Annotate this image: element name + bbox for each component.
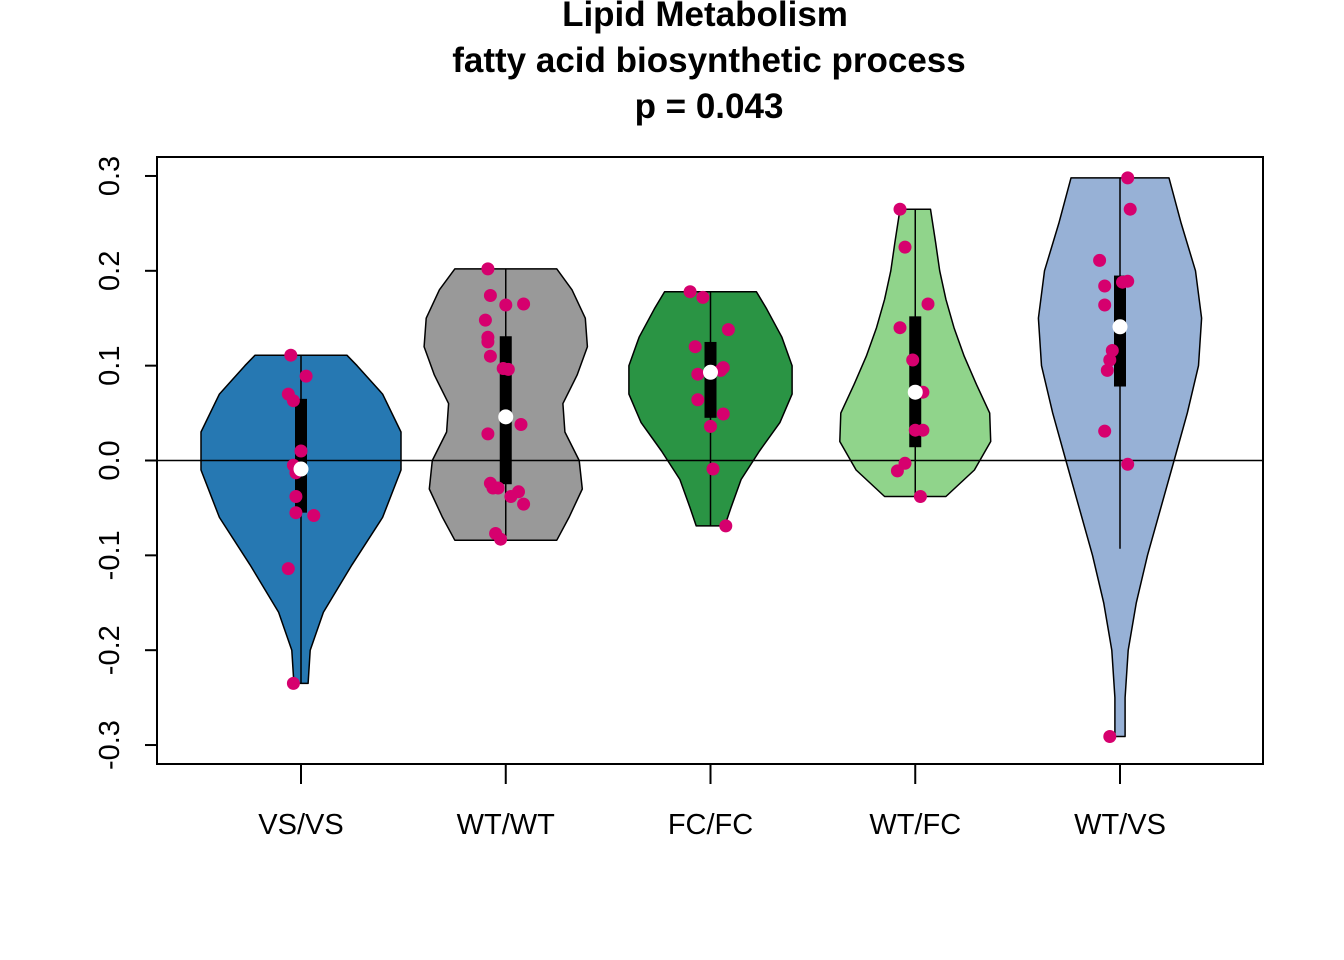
data-point [483, 349, 497, 363]
data-point [281, 562, 295, 576]
data-point [1100, 363, 1114, 377]
x-tick-label: WT/VS [1074, 809, 1166, 841]
data-point [499, 298, 513, 312]
data-point [1103, 730, 1117, 743]
data-point [289, 490, 303, 503]
median-marker [1112, 319, 1128, 335]
data-point [491, 481, 505, 495]
data-point [478, 313, 492, 327]
data-point [517, 297, 531, 311]
data-point [299, 369, 313, 383]
data-point [691, 367, 705, 381]
data-point [913, 490, 927, 503]
data-point [704, 419, 717, 433]
y-tick-label: 0.0 [94, 440, 126, 480]
plot-frame [156, 156, 1264, 765]
violin-iqr-box [704, 341, 717, 418]
data-point [893, 321, 907, 335]
data-point [1098, 279, 1112, 293]
data-point [691, 393, 705, 407]
y-tick-label: -0.2 [94, 625, 126, 675]
x-axis: VS/VS WT/WT FC/FC WT/FC WT/VS [258, 764, 1166, 841]
y-axis: -0.3 -0.2 -0.1 0.0 0.1 0.2 0.3 [94, 156, 157, 770]
x-tick-label: FC/FC [668, 809, 753, 841]
data-point [494, 532, 508, 546]
data-point [921, 297, 935, 311]
data-point [1116, 275, 1129, 289]
data-point [1123, 202, 1137, 216]
data-point [501, 362, 515, 376]
x-tick-label: WT/WT [457, 809, 556, 841]
y-tick-label: 0.1 [94, 345, 126, 385]
y-tick-label: 0.3 [94, 156, 126, 196]
median-marker [703, 364, 718, 380]
data-point [683, 285, 697, 299]
data-point [289, 506, 303, 520]
data-point [1103, 353, 1117, 367]
data-point [1098, 424, 1112, 438]
data-point [517, 497, 531, 511]
data-point [716, 361, 730, 375]
x-tick-label: VS/VS [258, 809, 343, 841]
y-tick-label: -0.3 [94, 720, 126, 770]
data-point [898, 240, 912, 254]
median-marker [293, 461, 309, 477]
median-marker [498, 409, 514, 425]
data-point [483, 289, 497, 302]
data-point [721, 323, 735, 337]
data-point [1098, 298, 1112, 312]
data-point [481, 427, 495, 441]
data-point [893, 202, 907, 216]
x-tick-label: WT/FC [869, 809, 961, 841]
data-point [286, 676, 300, 690]
data-point [916, 423, 930, 437]
data-point [481, 262, 495, 276]
title-line-2: fatty acid biosynthetic process [452, 41, 965, 80]
data-point [1093, 253, 1107, 267]
data-point [1121, 457, 1135, 471]
data-point [890, 464, 904, 478]
data-point [906, 353, 920, 367]
data-point [284, 348, 298, 362]
median-marker [907, 384, 923, 400]
data-point [294, 444, 308, 458]
violin-iqr-box [909, 316, 922, 448]
y-tick-label: 0.2 [94, 251, 126, 291]
data-point [512, 485, 525, 499]
data-point [1121, 171, 1135, 185]
title-line-3: p = 0.043 [635, 87, 784, 126]
data-point [706, 462, 720, 476]
data-point [719, 519, 733, 533]
y-tick-label: -0.1 [94, 530, 126, 580]
data-point [286, 394, 300, 408]
title-line-1: Lipid Metabolism [562, 0, 848, 34]
data-point [688, 340, 702, 354]
violin-layer [200, 177, 1203, 738]
data-point [696, 290, 710, 304]
data-point [716, 407, 730, 421]
data-point [514, 418, 528, 431]
points-layer [281, 171, 1137, 743]
data-point [307, 509, 321, 522]
data-point [481, 335, 495, 349]
chart-title: Lipid Metabolism fatty acid biosynthetic… [452, 0, 965, 126]
